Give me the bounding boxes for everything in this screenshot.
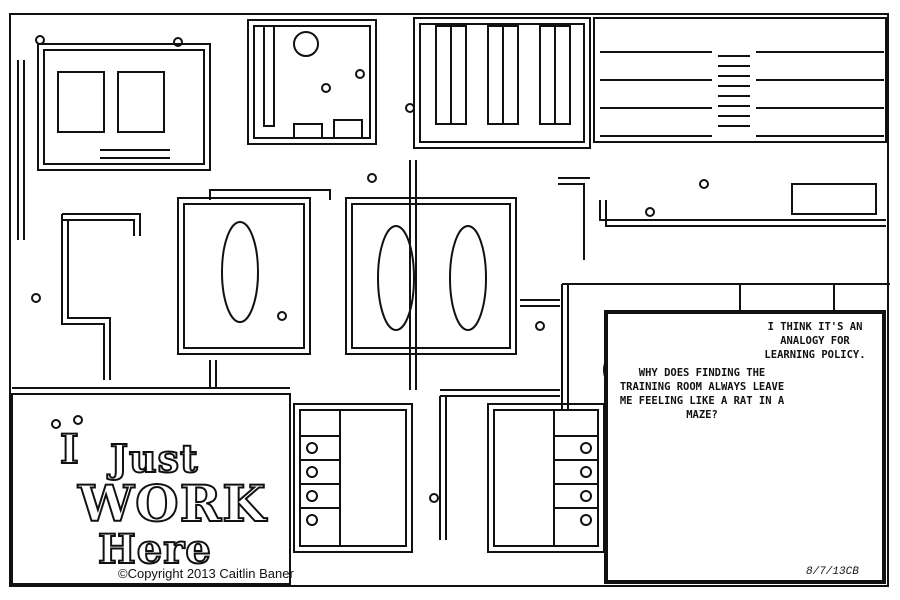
title-box [11,393,291,585]
title-word-1: I [59,425,80,474]
restroom-right [487,403,605,553]
speech-bubble-left-text: WHY DOES FINDING THE TRAINING ROOM ALWAY… [619,367,785,421]
conference-room-left [177,197,311,355]
speech-bubble-right-text: I THINK IT'S AN ANALOGY FOR LEARNING POL… [764,321,866,361]
artist-signature: 8/7/13CB [806,566,859,578]
restroom-left [293,403,413,553]
title-word-3: WORK [77,473,267,534]
conference-room-center [345,197,517,355]
title-word-4: Here [97,525,212,574]
top-small-room [247,19,377,145]
title-word-2: Just [109,435,199,482]
people-figures [31,35,709,503]
shelving-room [413,17,591,149]
maze-walls [12,60,890,540]
comic-panel: WHY DOES FINDING THE TRAINING ROOM ALWAY… [604,310,886,584]
copyright-text: ©Copyright 2013 Caitlin Baner [118,566,294,581]
top-left-room [37,43,211,171]
training-room [593,17,887,215]
comic-title: I Just WORK Here [52,425,267,576]
map-outer-border [9,13,889,587]
